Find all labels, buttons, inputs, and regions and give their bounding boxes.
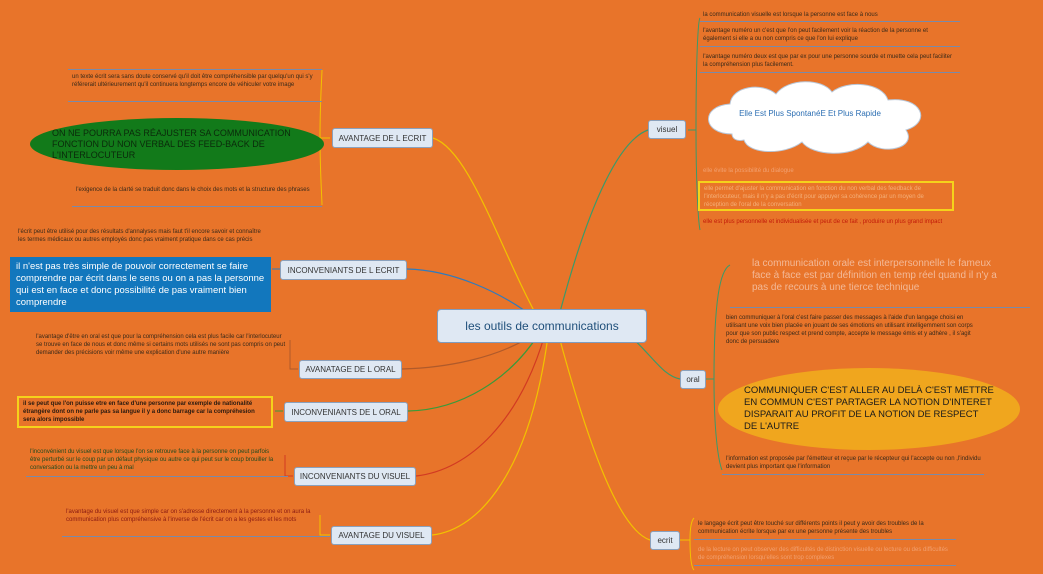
central-topic-label: les outils de communications (465, 319, 619, 333)
topic-inconv-visuel-label: INCONVENIANTS DU VISUEL (299, 472, 411, 481)
note-underline (730, 307, 1030, 308)
note-underline (694, 565, 956, 566)
topic-oral-label: oral (686, 375, 700, 384)
connector-inconv-oral (407, 331, 541, 412)
note-inconv-ecrit: l'écrit peut être utilisé pour des résul… (18, 229, 261, 243)
topic-inconv-visuel[interactable]: INCONVENIANTS DU VISUEL (294, 467, 416, 486)
connector-inconv-visuel (415, 333, 546, 477)
note-avantage-ecrit-2: l'exigence de la clarté se traduit donc … (76, 187, 310, 193)
note-visuel-red: elle est plus personnelle et individuali… (703, 219, 943, 225)
box-visuel-yellow-text: elle permet d'ajuster la communication e… (704, 186, 924, 208)
box-inconv-ecrit-text: il n'est pas très simple de pouvoir corr… (16, 261, 265, 308)
note-avantage-visuel: l'avantage du visuel est que simple car … (66, 509, 311, 523)
topic-avantage-ecrit-label: AVANTAGE DE L ECRIT (338, 133, 427, 143)
topic-avantage-ecrit[interactable]: AVANTAGE DE L ECRIT (332, 128, 433, 148)
note-underline (700, 46, 960, 47)
note-visuel-2: l'avantage numéro un c'est que l'on peut… (703, 28, 928, 42)
topic-avantage-visuel-label: AVANTAGE DU VISUEL (338, 531, 425, 540)
topic-avantage-visuel[interactable]: AVANTAGE DU VISUEL (331, 526, 432, 545)
connector-avantage-ecrit (432, 137, 541, 323)
note-visuel-3: l'avantage numéro deux est que par ex po… (703, 54, 952, 68)
box-inconv-ecrit[interactable]: il n'est pas très simple de pouvoir corr… (10, 257, 271, 312)
topic-inconv-oral[interactable]: INCONVENIANTS DE L ORAL (284, 402, 408, 422)
note-ecrit-1: le langage écrit peut être touché sur di… (698, 521, 924, 535)
topic-ecrit-label: ecrit (657, 536, 673, 545)
topic-ecrit[interactable]: ecrit (650, 531, 680, 550)
note-underline (700, 72, 960, 73)
note-oral-big: la communication orale est interpersonne… (752, 258, 997, 293)
topic-oral[interactable]: oral (680, 370, 706, 389)
topic-inconv-ecrit-label: INCONVENIANTS DE L ECRIT (287, 265, 400, 275)
topic-avantage-oral-label: AVANATAGE DE L ORAL (305, 365, 396, 374)
connector-visuel (559, 129, 649, 313)
box-inconv-oral-text: il se peut que l'on puisse etre en face … (23, 401, 255, 423)
topic-visuel-label: visuel (656, 125, 678, 134)
note-underline (700, 21, 960, 22)
connector-avantage-visuel (431, 335, 549, 536)
note-oral-1: bien communiquer à l'oral c'est faire pa… (726, 315, 973, 345)
bubble-oral-text: COMMUNIQUER C'EST ALLER AU DELÀ C'EST ME… (744, 385, 994, 432)
topic-avantage-oral[interactable]: AVANATAGE DE L ORAL (299, 360, 402, 379)
topic-inconv-oral-label: INCONVENIANTS DE L ORAL (291, 407, 401, 417)
note-topline (68, 69, 322, 70)
bubble-avantage-ecrit[interactable]: ON NE POURRA PAS RÉAJUSTER SA COMMUNICAT… (30, 118, 324, 170)
note-avantage-ecrit-1: un texte écrit sera sans doute conservé … (72, 74, 313, 88)
note-visuel-faint: elle évite la possibilité du dialogue (703, 168, 794, 174)
bubble-avantage-ecrit-text: ON NE POURRA PAS RÉAJUSTER SA COMMUNICAT… (52, 127, 291, 160)
note-visuel-1: la communication visuelle est lorsque la… (703, 12, 878, 18)
note-ecrit-faint: de la lecture on peut observer des diffi… (698, 547, 948, 561)
topic-inconv-ecrit[interactable]: INCONVENIANTS DE L ECRIT (280, 260, 407, 280)
box-inconv-oral[interactable]: il se peut que l'on puisse etre en face … (17, 396, 273, 428)
cloud-shape[interactable] (692, 76, 944, 156)
connector-ecrit (559, 339, 651, 541)
central-topic[interactable]: les outils de communications (437, 309, 647, 343)
note-oral-2: l'information est proposée par l'émetteu… (726, 456, 981, 470)
note-underline (68, 101, 322, 102)
bubble-oral[interactable]: COMMUNIQUER C'EST ALLER AU DELÀ C'EST ME… (718, 368, 1020, 450)
cloud-text: Elle Est Plus SpontanéE Et Plus Rapide (739, 109, 881, 118)
note-underline (72, 206, 322, 207)
note-avantage-oral: l'avantage d'être en oral est que pour l… (36, 334, 286, 356)
note-underline (62, 536, 330, 537)
note-inconv-visuel: l'inconvénient du visuel est que lorsque… (30, 449, 274, 471)
note-underline (722, 474, 984, 475)
note-underline (694, 539, 956, 540)
box-visuel-yellow[interactable]: elle permet d'ajuster la communication e… (698, 181, 954, 211)
topic-visuel[interactable]: visuel (648, 120, 686, 139)
note-underline (26, 476, 288, 477)
